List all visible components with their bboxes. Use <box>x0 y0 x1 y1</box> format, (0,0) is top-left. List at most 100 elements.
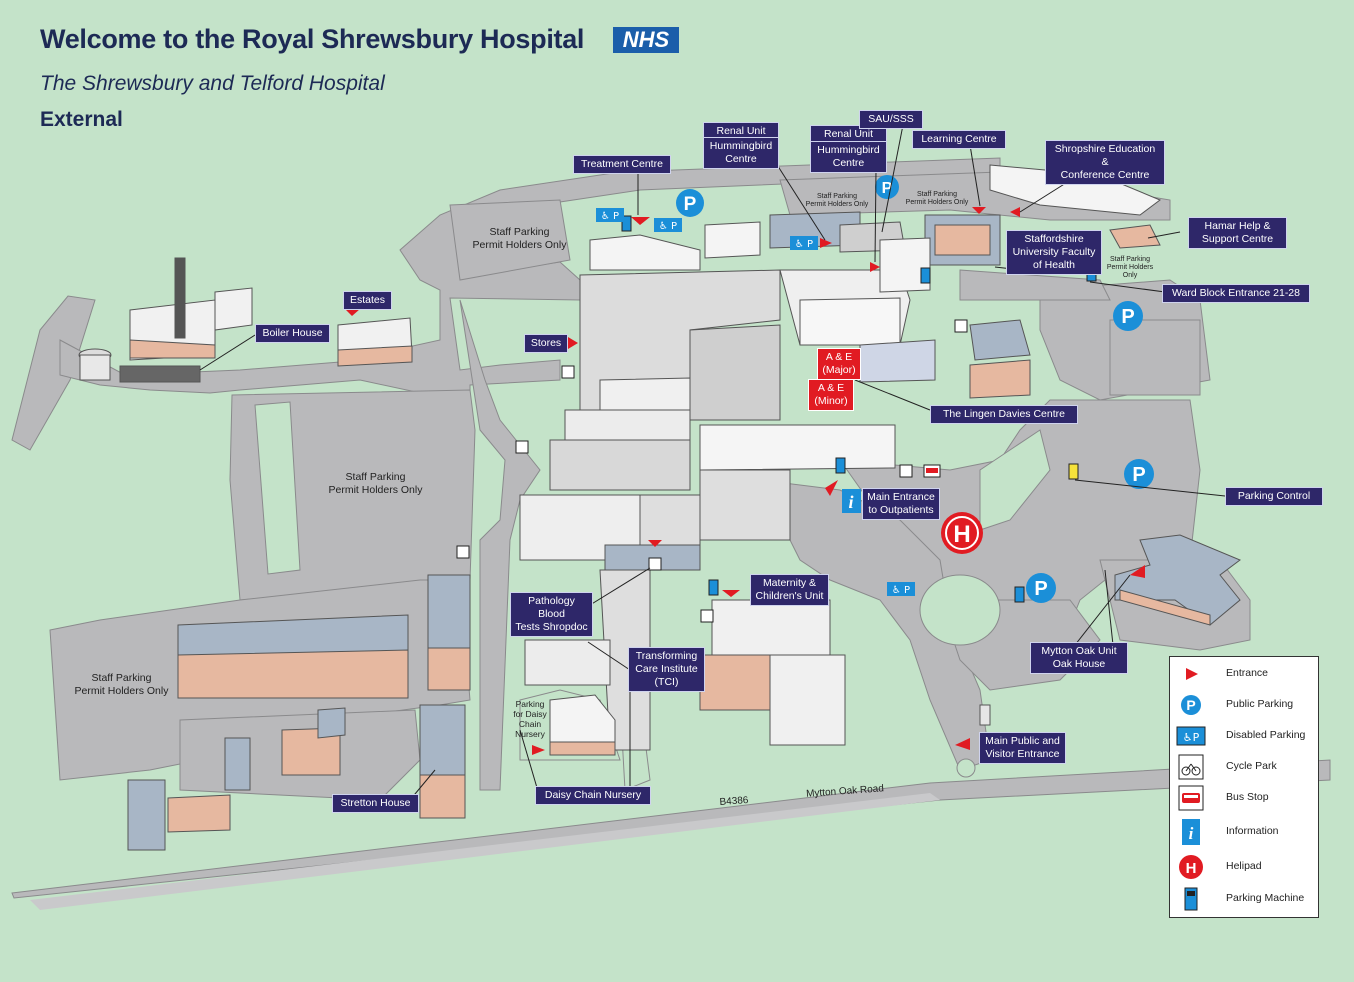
entrance-arrow-icon-7 <box>1010 207 1020 217</box>
bus-stop-icon <box>1178 785 1204 811</box>
label-estates[interactable]: Estates <box>343 291 392 310</box>
label-daisy-chain-nursery[interactable]: Daisy Chain Nursery <box>535 786 651 805</box>
svg-text:H: H <box>1186 860 1197 877</box>
public-parking-icon-4: P <box>1124 459 1154 489</box>
label-treatment-centre[interactable]: Treatment Centre <box>573 155 671 174</box>
legend-item-parking-machine: Parking Machine <box>1176 886 1316 912</box>
text-staff-parking-small-1: Staff Parking Permit Holders Only <box>805 193 869 208</box>
legend-label: Entrance <box>1226 667 1269 679</box>
entrance-arrow-icon-10 <box>722 590 740 597</box>
text-staff-parking-left: Staff Parking Permit Holders Only <box>74 672 169 697</box>
svg-text:P: P <box>1186 697 1195 713</box>
legend-item-public-parking: P Public Parking <box>1176 692 1316 718</box>
entrance-arrow-icon-1 <box>631 217 650 225</box>
disabled-parking-icon-2: ♿ P <box>654 218 682 232</box>
public-parking-icon-5: P <box>1026 573 1056 603</box>
svg-text:♿ P: ♿ P <box>795 239 813 250</box>
cycle-park-icon-5 <box>954 319 968 333</box>
public-parking-icon-2: P <box>875 175 899 199</box>
label-ae-major[interactable]: A & E (Major) <box>817 348 861 380</box>
svg-text:i: i <box>848 492 853 512</box>
label-main-entrance-outpatients[interactable]: Main Entrance to Outpatients <box>862 488 940 520</box>
legend-label: Helipad <box>1226 860 1262 872</box>
parking-machine-icon-6 <box>1014 586 1025 603</box>
label-mytton-oak-unit[interactable]: Mytton Oak Unit Oak House <box>1030 642 1128 674</box>
legend-label: Cycle Park <box>1226 760 1277 772</box>
entrance-arrow-icon-8 <box>825 480 838 496</box>
label-parking-control[interactable]: Parking Control <box>1225 487 1323 506</box>
label-hummingbird-centre-2[interactable]: Hummingbird Centre <box>810 141 887 173</box>
text-staff-parking-small-3: Staff Parking Permit Holders Only <box>1106 256 1154 279</box>
legend-label: Parking Machine <box>1226 892 1305 904</box>
parking-machine-icon-1 <box>621 215 632 232</box>
label-sau-sss[interactable]: SAU/SSS <box>859 110 923 129</box>
disabled-parking-icon-1: ♿ P <box>596 208 624 222</box>
legend-item-information: i Information <box>1176 819 1316 845</box>
entrance-arrow-icon-12 <box>955 738 970 750</box>
svg-text:♿ P: ♿ P <box>659 221 677 232</box>
label-main-public-visitor-entrance[interactable]: Main Public and Visitor Entrance <box>979 732 1066 764</box>
label-lingen-davies-centre[interactable]: The Lingen Davies Centre <box>930 405 1078 424</box>
label-hamar-help-centre[interactable]: Hamar Help & Support Centre <box>1188 217 1287 249</box>
public-parking-icon-3: P <box>1113 301 1143 331</box>
svg-text:P: P <box>1132 464 1145 486</box>
label-ward-block-entrance[interactable]: Ward Block Entrance 21-28 <box>1162 284 1310 303</box>
helipad-icon: H <box>1179 855 1203 879</box>
disabled-parking-icon-3: ♿ P <box>790 236 818 250</box>
entrance-arrow-icon-11 <box>532 745 545 755</box>
legend-item-entrance: Entrance <box>1176 661 1316 687</box>
helipad-icon: H <box>941 512 983 554</box>
label-learning-centre[interactable]: Learning Centre <box>912 130 1006 149</box>
legend-item-cycle-park: Cycle Park <box>1176 754 1316 780</box>
public-parking-icon-1: P <box>676 189 704 217</box>
entrance-arrow-icon-9 <box>648 540 662 547</box>
cycle-park-icon-3 <box>456 545 470 559</box>
cycle-park-icon <box>1178 754 1204 780</box>
public-parking-symbols: P P P P P <box>676 175 1154 603</box>
cycle-park-icon-6 <box>899 464 913 478</box>
svg-text:♿P: ♿P <box>1183 731 1200 744</box>
svg-text:P: P <box>882 180 893 197</box>
label-hummingbird-centre-1[interactable]: Hummingbird Centre <box>703 137 779 169</box>
label-renal-unit-2[interactable]: Renal Unit <box>810 125 887 144</box>
disabled-parking-symbols: ♿ P ♿ P ♿ P ♿ P <box>596 208 915 596</box>
entrance-arrows <box>345 207 1145 755</box>
information-icon: i <box>1182 819 1200 845</box>
label-stretton-house[interactable]: Stretton House <box>332 794 419 813</box>
page-title: Welcome to the Royal Shrewsbury Hospital <box>40 24 585 54</box>
label-transforming-care-institute[interactable]: Transforming Care Institute (TCI) <box>628 647 705 692</box>
label-maternity-childrens-unit[interactable]: Maternity & Children's Unit <box>750 574 829 606</box>
svg-text:P: P <box>1034 578 1047 600</box>
text-staff-parking-top: Staff Parking Permit Holders Only <box>472 226 567 251</box>
map-legend: Entrance P Public Parking ♿P Disabled Pa… <box>1169 656 1319 918</box>
label-staffordshire-university[interactable]: Staffordshire University Faculty of Heal… <box>1006 230 1102 275</box>
entrance-arrow-icon-13 <box>1130 565 1145 578</box>
svg-text:P: P <box>1121 306 1134 328</box>
information-icon: i <box>842 489 861 513</box>
cycle-park-icon-1 <box>561 365 575 379</box>
public-parking-icon: P <box>1181 695 1201 715</box>
label-ae-minor[interactable]: A & E (Minor) <box>808 379 854 411</box>
cycle-park-icon-4 <box>648 557 662 571</box>
parking-machine-icon-5 <box>708 579 719 596</box>
legend-label: Disabled Parking <box>1226 729 1306 741</box>
svg-text:♿ P: ♿ P <box>892 585 910 596</box>
parking-machine-icon-2 <box>920 267 931 284</box>
entrance-arrow-icon-4 <box>820 238 832 248</box>
entrance-arrow-icon <box>1186 668 1198 680</box>
svg-text:H: H <box>953 521 970 548</box>
disabled-parking-icon: ♿P <box>1176 726 1206 746</box>
entrance-arrow-icon-6 <box>972 207 986 214</box>
label-pathology-blood-tests[interactable]: Pathology Blood Tests Shropdoc <box>510 592 593 637</box>
cycle-park-icon-2 <box>515 440 529 454</box>
label-stores[interactable]: Stores <box>524 334 568 353</box>
cycle-park-symbols <box>456 319 968 623</box>
svg-text:i: i <box>1189 824 1194 843</box>
label-boiler-house[interactable]: Boiler House <box>255 324 330 343</box>
parking-control-machine-icon <box>1068 463 1079 480</box>
legend-item-bus-stop: Bus Stop <box>1176 785 1316 811</box>
text-staff-parking-small-2: Staff Parking Permit Holders Only <box>905 191 969 206</box>
bus-stop-icon <box>923 464 941 478</box>
label-shropshire-education-centre[interactable]: Shropshire Education & Conference Centre <box>1045 140 1165 185</box>
